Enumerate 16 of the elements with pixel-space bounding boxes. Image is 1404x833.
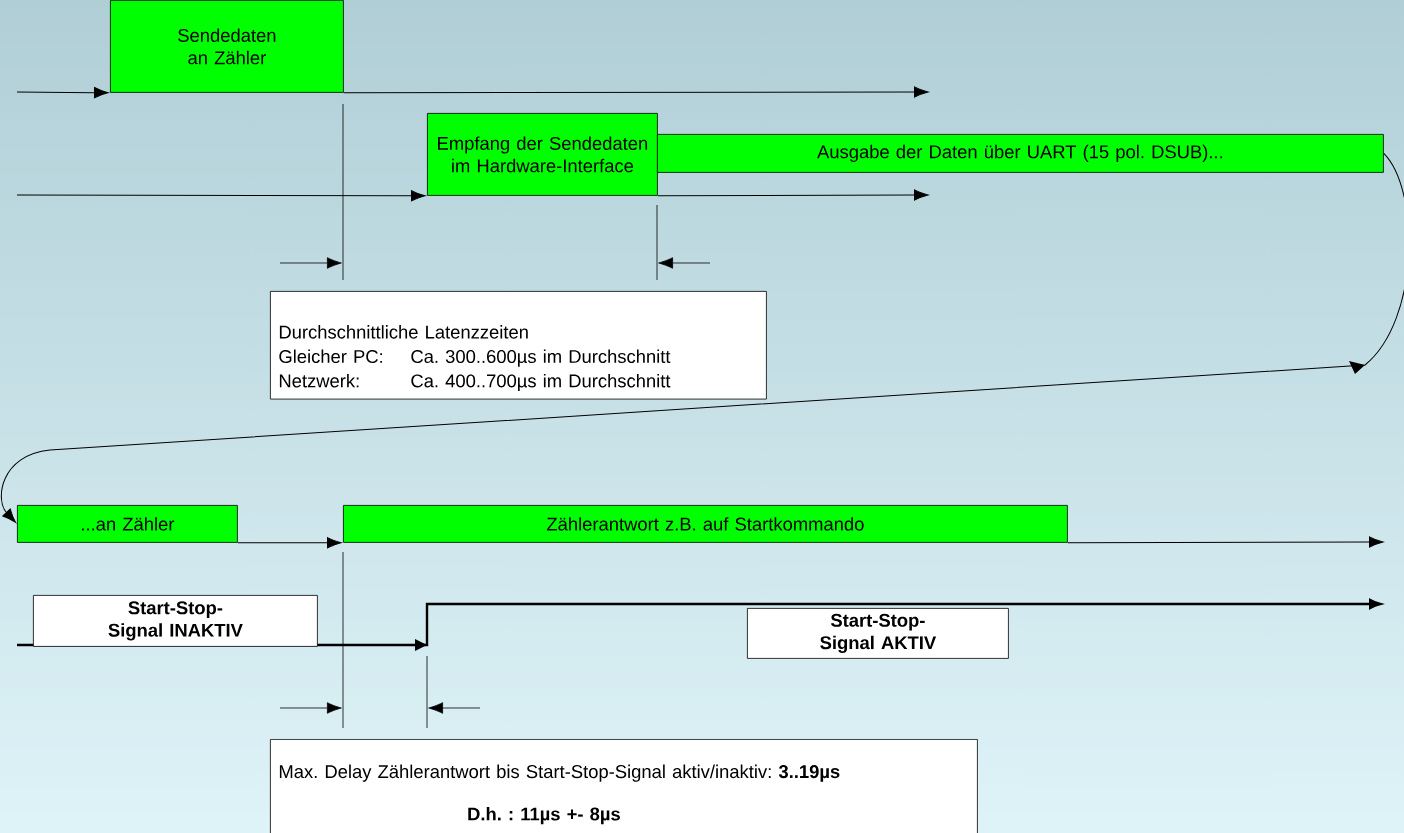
arrow — [16, 87, 109, 99]
arrow — [16, 190, 426, 202]
arrow — [657, 189, 929, 201]
note-box: Max. Delay Zählerantwort bis Start-Stop-Signal aktiv/inaktiv: 3..19µs D.h. : 11µs +- 8µs — [270, 739, 978, 833]
process-box: Empfang der Sendedaten im Hardware-Interface — [427, 113, 658, 196]
arrow — [237, 537, 342, 549]
process-box: Sendedaten an Zähler — [110, 0, 344, 93]
process-box: Ausgabe der Daten über UART (15 pol. DSUB)... — [657, 134, 1384, 173]
process-box: ...an Zähler — [17, 505, 238, 543]
arrow — [343, 86, 929, 98]
signal-state-box: Start-Stop-Signal AKTIV — [747, 608, 1009, 659]
arrow — [1067, 536, 1384, 548]
note-box: Durchschnittliche Latenzzeiten Gleicher PC: Ca. 300..600µs im Durchschnitt Netzwerk: Ca. 400..700µs im Durchschnitt — [270, 291, 767, 400]
signal-state-box: Start-Stop-Signal INAKTIV — [33, 595, 318, 647]
process-box: Zählerantwort z.B. auf Startkommando — [343, 505, 1068, 543]
curved-arrow — [0, 152, 1404, 523]
